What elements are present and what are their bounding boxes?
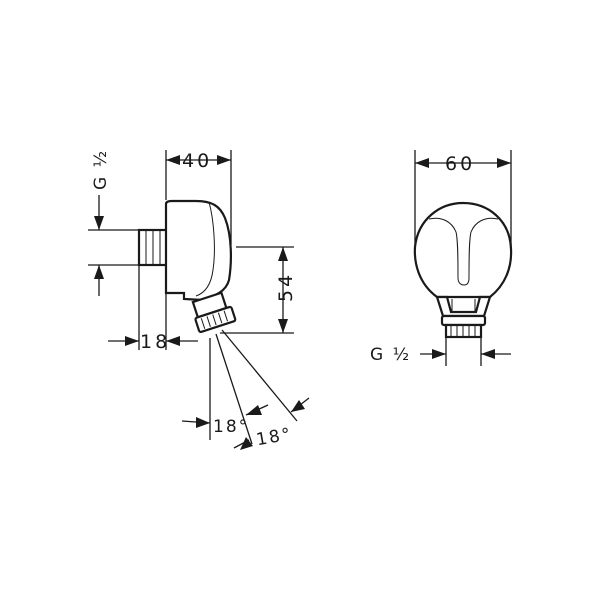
angle-2-label: 18°	[255, 424, 294, 450]
angle-dimension-1: 18°	[181, 417, 253, 450]
front-outlet-neck	[435, 295, 492, 318]
side-outlet-nut	[191, 291, 237, 334]
dimension-54-label: 54	[275, 272, 297, 302]
side-view: 40 54 G ½ 18	[88, 149, 310, 450]
front-rosette	[413, 201, 513, 299]
dimension-40-label: 40	[182, 150, 212, 172]
dimension-thread-side: G ½	[88, 149, 139, 296]
front-view: 60 G ½	[370, 150, 513, 366]
front-outlet-nut	[440, 314, 487, 339]
side-body-inner-curve	[195, 201, 215, 297]
dimension-60-label: 60	[445, 153, 475, 175]
dimension-thread-front-label: G ½	[370, 345, 411, 365]
dimension-40: 40	[165, 150, 232, 245]
angle-1-label: 18°	[213, 417, 249, 437]
dimension-18: 18	[108, 265, 198, 353]
angle-dimension-2: 18°	[245, 397, 310, 450]
dimension-54: 54	[220, 246, 297, 334]
dimension-thread-side-label: G ½	[91, 149, 111, 190]
dimension-thread-front: G ½	[370, 337, 511, 366]
side-body-outline	[164, 199, 232, 302]
side-thread-nipple	[137, 228, 169, 267]
dimension-18-label: 18	[140, 331, 170, 353]
dimension-60: 60	[414, 150, 512, 250]
